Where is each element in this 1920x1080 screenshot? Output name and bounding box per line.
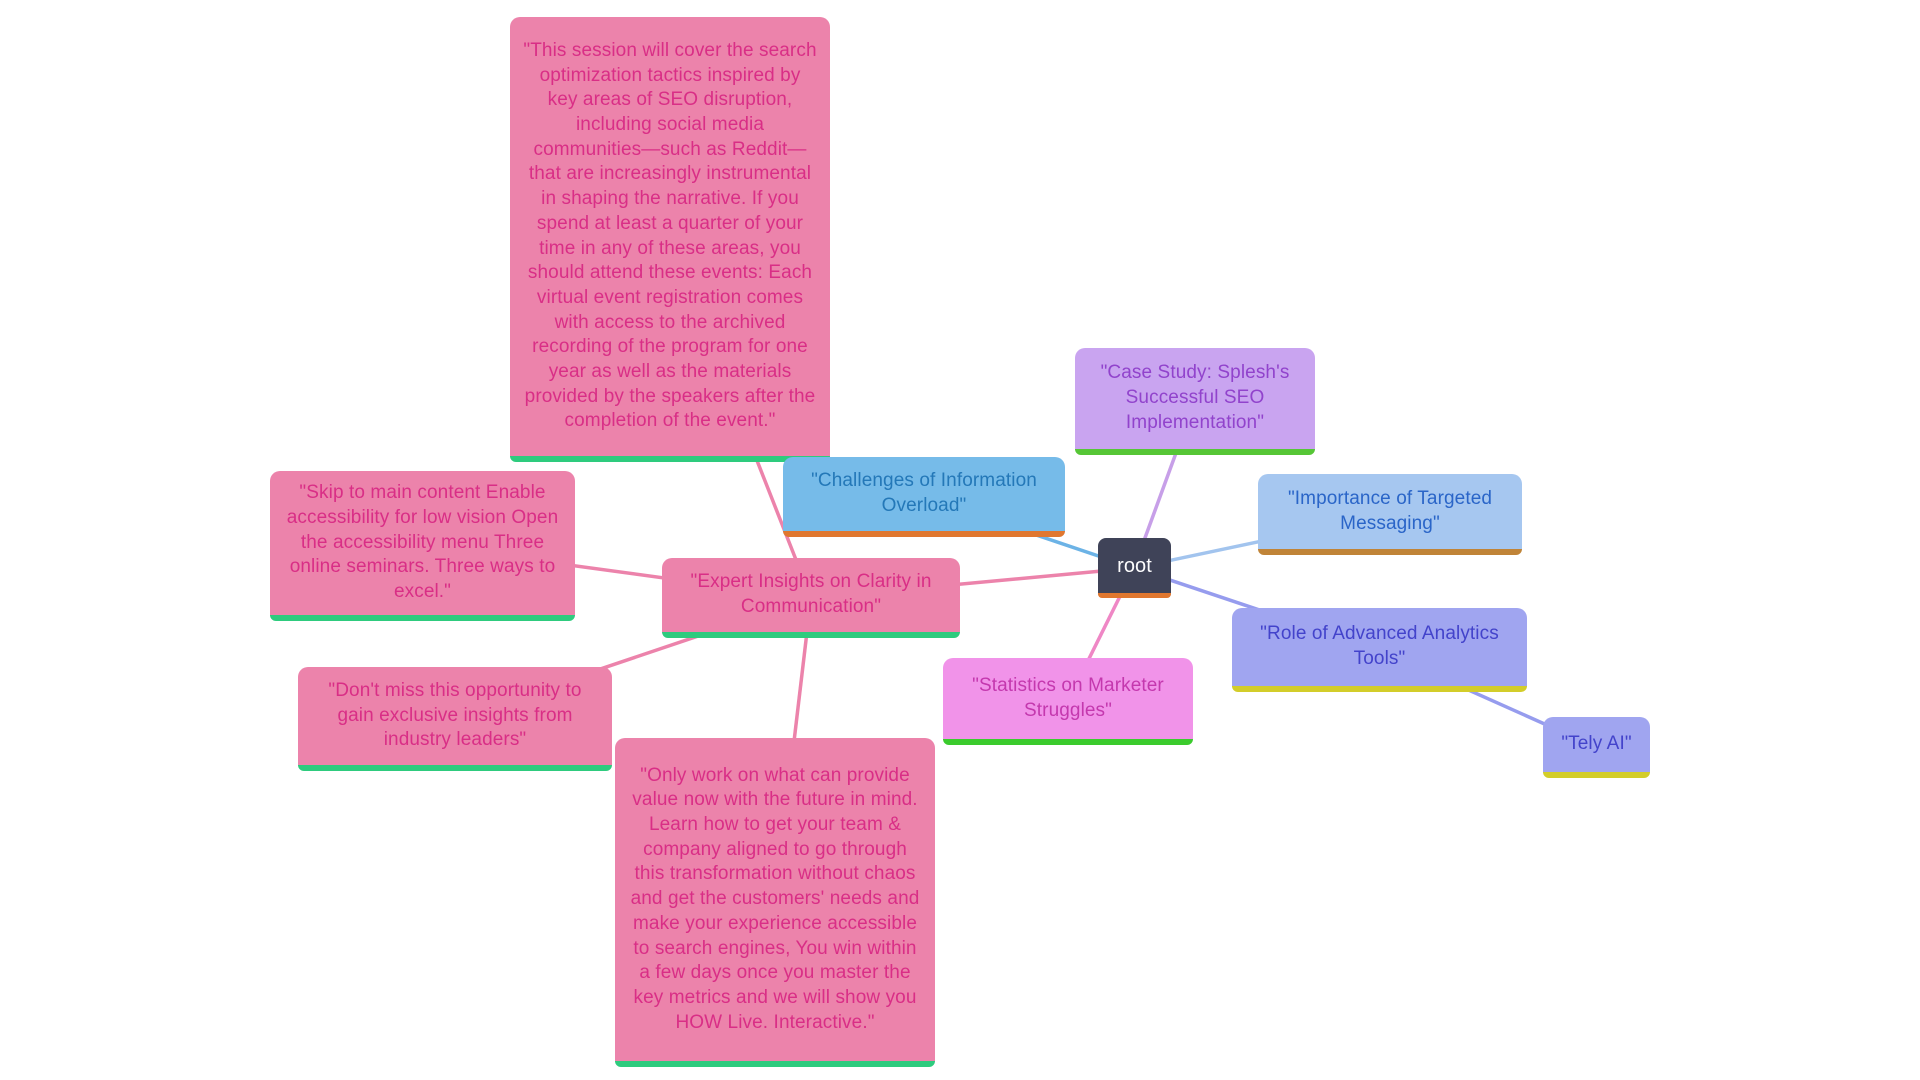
node-session-details[interactable]: "This session will cover the search opti…: [510, 17, 830, 462]
node-only-work-quote[interactable]: "Only work on what can provide value now…: [615, 738, 935, 1067]
node-expert-insights-on-clarity[interactable]: "Expert Insights on Clarity in Communica…: [662, 558, 960, 638]
node-challenges-of-information-overload[interactable]: "Challenges of Information Overload": [783, 457, 1065, 537]
node-root[interactable]: root: [1098, 538, 1171, 598]
node-dont-miss-opportunity[interactable]: "Don't miss this opportunity to gain exc…: [298, 667, 612, 771]
node-case-study-splesh[interactable]: "Case Study: Splesh's Successful SEO Imp…: [1075, 348, 1315, 455]
node-case-study-label: "Case Study: Splesh's Successful SEO Imp…: [1100, 362, 1290, 433]
node-analytics-tools-label: "Role of Advanced Analytics Tools": [1260, 623, 1499, 669]
node-only-work-label: "Only work on what can provide value now…: [630, 764, 920, 1033]
node-statistics-label: "Statistics on Marketer Struggles": [972, 674, 1164, 721]
node-skip-to-main-content[interactable]: "Skip to main content Enable accessibili…: [270, 471, 575, 621]
node-challenges-label: "Challenges of Information Overload": [811, 470, 1037, 516]
node-expert-insights-label: "Expert Insights on Clarity in Communica…: [690, 571, 932, 617]
node-root-label: root: [1117, 554, 1152, 577]
node-tely-ai[interactable]: "Tely AI": [1543, 717, 1650, 778]
node-dont-miss-label: "Don't miss this opportunity to gain exc…: [328, 679, 582, 751]
node-importance-of-targeted-messaging[interactable]: "Importance of Targeted Messaging": [1258, 474, 1522, 555]
node-importance-label: "Importance of Targeted Messaging": [1287, 487, 1493, 534]
node-tely-ai-label: "Tely AI": [1561, 733, 1632, 755]
node-session-details-label: "This session will cover the search opti…: [523, 40, 817, 432]
node-role-of-advanced-analytics-tools[interactable]: "Role of Advanced Analytics Tools": [1232, 608, 1527, 692]
node-skip-to-main-content-label: "Skip to main content Enable accessibili…: [286, 482, 559, 603]
node-statistics-on-marketer-struggles[interactable]: "Statistics on Marketer Struggles": [943, 658, 1193, 745]
